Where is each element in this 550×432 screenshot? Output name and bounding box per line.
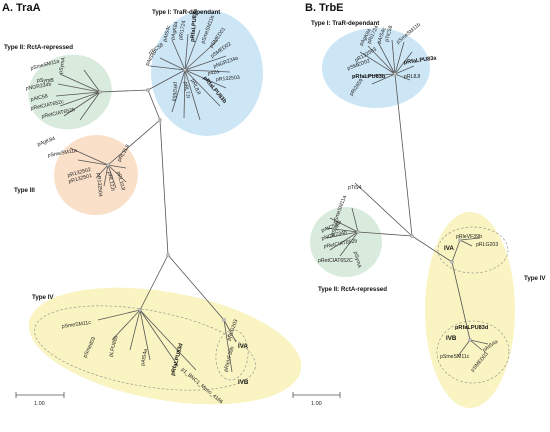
leaf-label: pRL7JI: [182, 81, 191, 98]
leaf-label: pRfaLPU83b: [352, 74, 386, 80]
leaf-label: pAgK84: [37, 136, 57, 148]
iva-label-b: IVA: [444, 245, 454, 252]
scale-label-b: 1.00: [311, 401, 322, 407]
leaf-label: pSmeSM11c: [61, 320, 91, 330]
type2-label-b: Type II: RctA-repressed: [318, 286, 387, 293]
leaf-label: pRL8JI: [404, 74, 420, 80]
tree-b-nodes: [356, 72, 472, 342]
leaf-label: pRetCIAT652C: [318, 258, 353, 264]
leaf-label: pRL10JI: [115, 171, 126, 191]
leaf-label: pRL12JI: [106, 171, 115, 191]
iva-dashed-b: [437, 226, 509, 274]
scale-bar-b: 1.00: [292, 392, 341, 407]
scale-label-a: 1.00: [34, 401, 45, 407]
leaf-label: pSymA: [352, 251, 362, 269]
leaf-label: pAtS4c: [162, 24, 172, 42]
panel-a-title: A. TraA: [2, 2, 41, 14]
type1-region-a: [151, 10, 263, 136]
leaf-label: pTiC58: [384, 25, 394, 43]
ivb-dashed-a: [34, 305, 256, 391]
leaf-label: pRetCIAT652b: [323, 238, 358, 250]
iva-label-a: IVA: [238, 343, 248, 350]
leaf-label: pRfaLPU83a: [190, 8, 199, 42]
tree-a-branches: [55, 29, 237, 373]
leaf-label: pNGR234b: [25, 82, 52, 92]
type2-region-a: [28, 54, 112, 130]
ivb-label-b: IVB: [446, 335, 457, 342]
type2-region-b: [310, 207, 382, 277]
leaf-label: pR132504: [95, 173, 103, 197]
leaf-label: pRi2659: [170, 82, 178, 102]
leaf-label: pR132503: [216, 75, 240, 83]
type3-label-a: Type III: [14, 187, 35, 194]
ivb-label-a: IVB: [238, 379, 249, 386]
scale-bar-a: 1.00: [15, 392, 65, 407]
leaf-label: pAtS4c: [376, 27, 387, 45]
type2-label-a: Type II: RctA-repressed: [4, 44, 73, 51]
type4-label-b: Type IV: [524, 275, 546, 282]
type3-region-a: [54, 134, 138, 216]
tree-b-branches: [325, 39, 489, 357]
leaf-label: pAtC58: [321, 222, 339, 234]
leaf-label: pRLG203: [476, 242, 498, 248]
leaf-label: pSymB: [37, 78, 54, 84]
iva-dashed-a: [215, 329, 249, 381]
leaf-label: pRfaLPU83d: [455, 325, 489, 331]
leaf-label: pAtS4a: [140, 348, 149, 366]
type1-region-b: [322, 28, 430, 108]
leaf-label: pSmeSM11c: [440, 354, 470, 360]
type1-label-b: Type I: TraR-dependant: [311, 20, 379, 27]
leaf-label: p42a: [207, 69, 220, 77]
leaf-label: pSmeSM11a: [47, 148, 77, 159]
panel-b-title: B. TrbE: [305, 2, 344, 14]
leaf-label: pLPU88b: [108, 335, 119, 358]
type1-label-a: Type I: TraR-dependant: [152, 9, 220, 16]
ti-leaf-label: pTiS4: [348, 185, 361, 191]
leaf-label: pRi1724: [178, 20, 187, 40]
leaf-label: pAgK84: [170, 21, 180, 40]
type4-region-b: [425, 212, 515, 408]
leaf-label: pAtC58: [30, 93, 48, 102]
leaf-label: pSymA: [58, 56, 67, 74]
type4-region-a: [28, 287, 302, 405]
tree-a-nodes: [98, 68, 226, 322]
leaf-label: pRfaLPU83a: [403, 55, 437, 66]
leaf-label: pRleVF39b: [456, 234, 482, 240]
ivb-dashed-b: [436, 320, 510, 384]
type4-label-a: Type IV: [32, 294, 54, 301]
